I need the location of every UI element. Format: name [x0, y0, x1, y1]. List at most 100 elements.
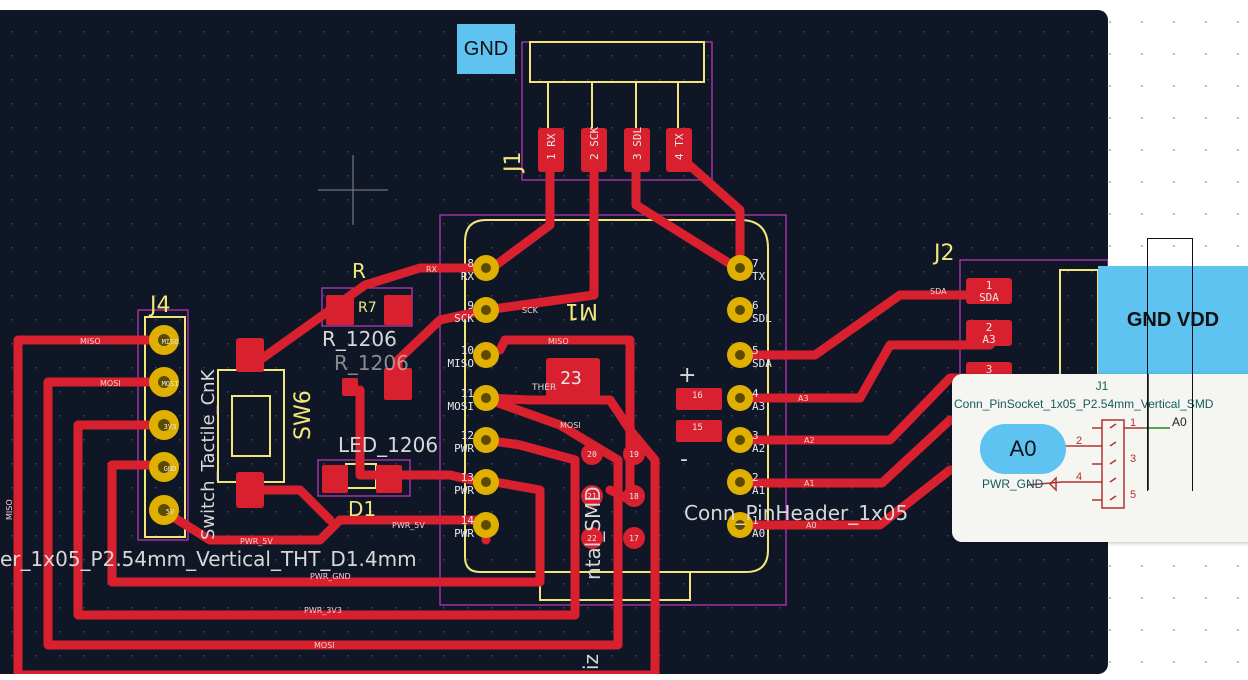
schematic-pin3: 3 [1130, 453, 1136, 465]
j4-pads [149, 325, 179, 525]
net-miso-top: MISO [548, 337, 569, 346]
m1-pin8-num: 8 [467, 257, 474, 270]
ref-j2: J2 [932, 241, 955, 266]
silk-iz: iz [579, 654, 603, 670]
m1-pin11-num: 11 [461, 387, 474, 400]
j1-pin1-label: 1 RX [545, 133, 558, 160]
m1-pin5-name: SDA [752, 357, 772, 370]
j2-pin1-name: SDA [979, 291, 999, 304]
schematic-net-a0: A0 [1172, 415, 1187, 429]
pad-17-label: 17 [629, 534, 639, 543]
m1-pin12-num: 12 [461, 429, 474, 442]
schematic-pin5: 5 [1130, 489, 1136, 501]
j2-pin2-name: A3 [982, 333, 995, 346]
j4-pin1-name: MISO [162, 338, 179, 346]
schematic-pin1: 1 [1130, 417, 1136, 429]
j2-pin2-num: 2 [986, 321, 993, 334]
pad-18-label: 18 [629, 492, 639, 501]
silk-minus: - [680, 447, 688, 472]
m1-pin11-name: MOSI [448, 400, 475, 413]
j4-pin3-name: 3V3 [164, 423, 177, 431]
net-pwr-5v-2: PWR_5V [240, 537, 273, 546]
m1-pin13-num: 13 [461, 471, 474, 484]
j1-pin2-label: 2 SCK [588, 127, 601, 160]
net-pwr-5v: PWR_5V [392, 521, 425, 530]
net-mosi: MOSI [100, 379, 121, 388]
m1-pin4-num: 4 [752, 387, 759, 400]
net-pwr-gnd: PWR_GND [310, 572, 351, 581]
silk-switch: Switch_Tactile_CnK [198, 368, 219, 540]
m1-pin2-name: A1 [752, 484, 765, 497]
m1-pin1-name: A0 [752, 527, 765, 540]
net-sck: SCK [522, 306, 539, 315]
silk-ntal: ntal_SMD [581, 486, 605, 580]
j4-pin2-name: MOSI [162, 380, 179, 388]
m1-pin14-name: PWR [454, 527, 474, 540]
schematic-pin4: 4 [1076, 471, 1082, 483]
m1-pin7-name: TX [752, 270, 766, 283]
selection-outline [1147, 238, 1193, 491]
m1-pin6-num: 6 [752, 299, 759, 312]
net-pwr-3v3: PWR_3V3 [304, 606, 342, 615]
j4-pin4-name: GND [164, 465, 177, 473]
m1-pin4-name: A3 [752, 400, 765, 413]
m1-pin14-num: 14 [461, 514, 475, 527]
m1-pin2-num: 2 [752, 471, 759, 484]
net-miso: MISO [80, 337, 101, 346]
net-mosi-mid: MOSI [560, 421, 581, 430]
pad-22-label: 22 [587, 534, 597, 543]
m1-pin6-name: SDL [752, 312, 772, 325]
gnd-vdd-highlight-label[interactable]: GND VDD [1098, 266, 1248, 374]
net-rx: RX [426, 265, 438, 274]
ref-d1: D1 [348, 497, 376, 521]
ref-r: R [352, 259, 366, 283]
schematic-pwr-gnd: PWR_GND [982, 477, 1044, 491]
pad-21-label: 21 [587, 492, 597, 501]
m1-pin8-name: RX [461, 270, 475, 283]
net-a0: A0 [806, 521, 817, 530]
net-sda: SDA [930, 287, 947, 296]
m1-pin13-name: PWR [454, 484, 474, 497]
m1-right-pads [727, 255, 753, 538]
j2-pin3-num: 3 [986, 363, 993, 376]
pad-15-label: 15 [692, 423, 703, 433]
pad-20-label: 20 [587, 450, 597, 459]
pad-19-label: 19 [629, 450, 639, 459]
m1-left-pads [473, 255, 499, 538]
m1-pin7-num: 7 [752, 257, 759, 270]
schematic-value: Conn_PinSocket_1x05_P2.54mm_Vertical_SMD [954, 397, 1214, 411]
m1-pin9-name: SCK [454, 312, 474, 325]
m1-pin3-name: A2 [752, 442, 765, 455]
m1-pin12-name: PWR [454, 442, 474, 455]
ref-sw6: SW6 [291, 390, 316, 440]
ref-r7: R7 [358, 300, 377, 316]
pcb-board[interactable]: 1 RX 2 SCK 3 SDL 4 TX 1 SDA 2 A3 3 A2 [0, 10, 1108, 674]
m1-pin10-num: 10 [461, 344, 474, 357]
ref-m1: M1 [565, 298, 598, 323]
m1-pin9-num: 9 [467, 299, 474, 312]
pad-16-label: 16 [692, 391, 703, 401]
silk-r1206a: R_1206 [322, 327, 397, 351]
m1-pin1-num: 1 [752, 514, 759, 527]
net-a1: A1 [804, 479, 815, 488]
j1-pin4-label: 4 TX [673, 133, 686, 160]
ref-j4: J4 [148, 293, 171, 318]
silk-led: LED_1206 [338, 433, 438, 457]
j1-pin3-label: 3 SDL [631, 127, 644, 160]
net-a3: A3 [798, 394, 809, 403]
a0-highlight-bubble[interactable]: A0 [980, 424, 1066, 474]
schematic-pin2: 2 [1076, 435, 1082, 447]
net-mosi-bottom: MOSI [314, 641, 335, 650]
pad-23-label: 23 [560, 368, 582, 389]
m1-pin5-num: 5 [752, 344, 759, 357]
silk-therm: THER [531, 383, 556, 393]
schematic-ref: J1 [1096, 379, 1109, 393]
m1-pin3-num: 3 [752, 429, 759, 442]
silk-plus: + [678, 363, 696, 388]
net-a2: A2 [804, 436, 815, 445]
silk-header-footprint: er_1x05_P2.54mm_Vertical_THT_D1.4mm [0, 547, 417, 571]
j4-pin5-name: 5V [166, 508, 175, 516]
silk-conn: Conn_PinHeader_1x05 [684, 501, 908, 525]
silk-r1206b: R_1206 [334, 351, 409, 375]
gnd-highlight-label[interactable]: GND [457, 24, 515, 74]
